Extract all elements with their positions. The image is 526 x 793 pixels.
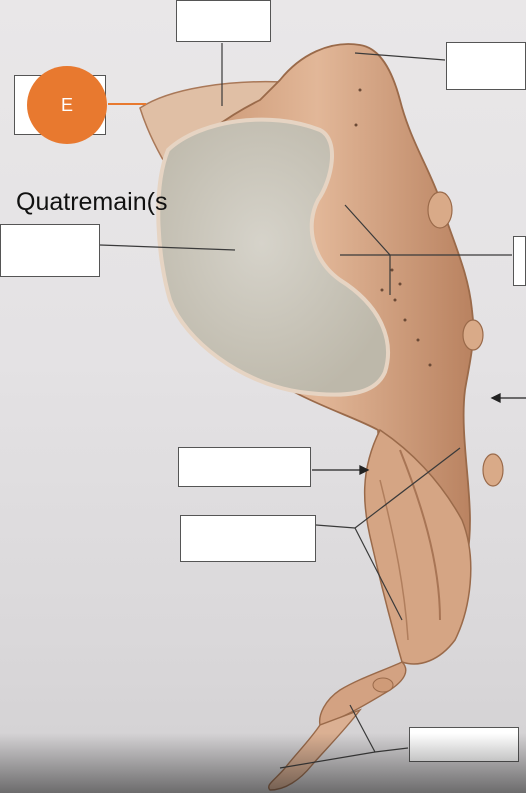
process-bump-1 <box>428 192 452 228</box>
label-box-right-mid[interactable] <box>513 236 526 286</box>
leader-mid-right <box>316 525 355 528</box>
process-bump-2 <box>463 320 483 350</box>
metacarpal <box>320 662 406 725</box>
marker-letter: E <box>61 95 73 116</box>
label-box-top-right[interactable] <box>446 42 526 90</box>
sesamoid <box>373 678 393 692</box>
process-bump-3 <box>483 454 503 486</box>
caption-text: Quatremain(s <box>16 188 167 217</box>
photo-shadow <box>0 733 526 793</box>
label-box-left-mid[interactable] <box>0 224 100 277</box>
label-marker-e[interactable]: E <box>27 66 107 144</box>
label-box-mid-left[interactable] <box>178 447 311 487</box>
label-box-top[interactable] <box>176 0 271 42</box>
label-box-lower-left[interactable] <box>180 515 316 562</box>
